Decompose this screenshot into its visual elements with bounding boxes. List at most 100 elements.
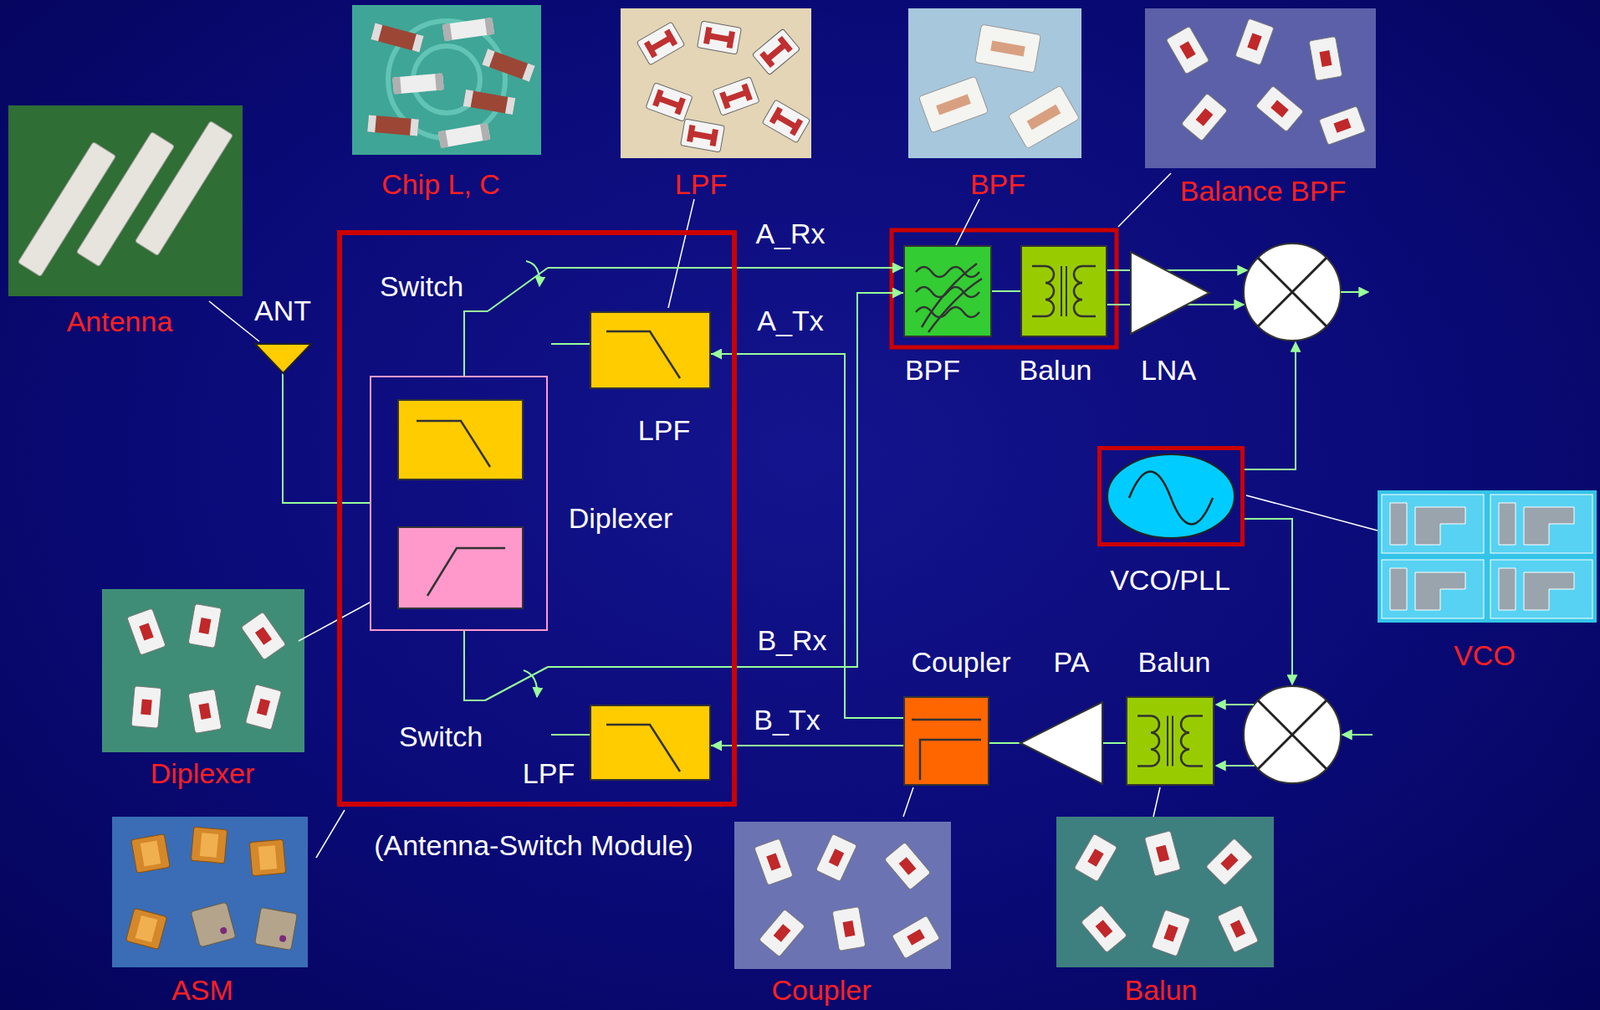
shape-outline [1167, 715, 1173, 767]
lpf-photo [712, 76, 760, 116]
asm-photo [131, 833, 170, 873]
shape-outline [904, 245, 992, 337]
signal-wire [551, 270, 1373, 766]
signal-wire [1216, 764, 1255, 767]
leader-line [954, 199, 980, 249]
part-caption: ASM [171, 975, 234, 1004]
asm-photo [126, 908, 168, 950]
signal-connector [710, 744, 904, 747]
chip-lc-photo [367, 114, 420, 136]
leader-line [1246, 495, 1378, 531]
asm-photo [249, 838, 286, 875]
mixer-symbol [1257, 257, 1327, 327]
shape-outline [590, 705, 711, 780]
part-caption: BPF [970, 169, 1026, 199]
diplexer-photo [188, 603, 222, 649]
leader-line [209, 173, 1378, 858]
mixer-symbol [1243, 243, 1341, 341]
amplifier-symbol: LNA [1130, 251, 1210, 334]
block-label: Diplexer [568, 503, 674, 532]
shape-outline [590, 311, 711, 389]
switch-symbol [487, 260, 548, 312]
part-caption: Balance BPF [1180, 176, 1346, 205]
signal-connector [1107, 303, 1131, 306]
shape-outline [911, 718, 982, 721]
coupler-photo [734, 821, 951, 969]
signal-wire [1342, 733, 1373, 736]
shape-outline [1021, 245, 1107, 337]
oscillator-block: VCO/PLL [1097, 445, 1245, 547]
shape-outline [1020, 701, 1103, 784]
asm-photo [190, 901, 236, 947]
block-label: LNA [1140, 355, 1197, 384]
balance-bpf-photo [1180, 92, 1227, 141]
shape-outline [1099, 448, 1243, 545]
block-label: VCO/PLL [1109, 565, 1231, 594]
vco-photo [1377, 490, 1597, 623]
leader-line [1118, 173, 1171, 227]
part-caption: Coupler [771, 975, 871, 1004]
shape-outline [590, 311, 711, 389]
balun-photo [1056, 816, 1274, 967]
diplexer-photo [102, 588, 305, 752]
chip-lc-photo [352, 5, 542, 155]
signal-name: A_Tx [756, 306, 824, 335]
antenna-photo [8, 105, 243, 297]
shape-outline [904, 245, 992, 337]
block-label: LPF [522, 758, 575, 788]
chip-lc-photo [370, 23, 424, 53]
shape-outline [427, 547, 506, 596]
shape-outline [1130, 251, 1210, 334]
lpf-photo [697, 20, 742, 55]
shape-outline [1020, 701, 1103, 784]
signal-connector [464, 630, 486, 701]
bpf-photo [908, 8, 1082, 159]
balun-photo [1151, 909, 1191, 956]
signal-connector [547, 266, 904, 269]
bpf-photo [1007, 85, 1079, 149]
vco-photo [1390, 502, 1575, 610]
balun-photo [1080, 904, 1127, 952]
part-caption: LPF [674, 169, 727, 199]
switch-symbol: Switch [487, 260, 548, 312]
mixer-symbol [1243, 685, 1341, 783]
block-label: Switch [379, 271, 464, 301]
asm-photo [112, 816, 308, 967]
leader-line [1153, 787, 1161, 817]
shape-outline [526, 260, 540, 287]
filter-block: LPF [589, 311, 711, 389]
balun-block [1020, 245, 1108, 338]
filter-block [589, 704, 711, 781]
lpf-photo [761, 99, 811, 144]
shape-outline [398, 526, 523, 609]
shape-outline [339, 232, 735, 804]
balun-photo [1144, 830, 1181, 877]
switch-symbol [485, 666, 548, 701]
signal-connector [1102, 741, 1126, 744]
filter-block [903, 245, 992, 338]
mixer-symbol [1257, 700, 1327, 769]
signal-wire [1340, 291, 1369, 293]
filter-block [589, 311, 711, 389]
shape-outline [370, 376, 547, 630]
part-caption: Diplexer [150, 758, 256, 788]
diplexer-photo [131, 685, 162, 729]
leader-line [668, 199, 695, 308]
signal-connector [710, 353, 904, 718]
balance-bpf-photo [1235, 18, 1274, 66]
bpf-photo [918, 76, 988, 133]
lpf-photo [645, 82, 693, 122]
coupler-photo [758, 908, 805, 956]
part-caption: Chip L, C [381, 169, 501, 199]
antenna-photo [8, 105, 243, 297]
lpf-photo [636, 21, 685, 66]
balun-photo [1206, 838, 1254, 886]
chip-lc-photo [442, 17, 495, 41]
signal-wire [1216, 703, 1254, 706]
coupler-block [903, 695, 990, 786]
diplexer-photo [102, 588, 305, 752]
diplexer-photo [240, 611, 287, 660]
asm-photo [112, 816, 308, 967]
shape-outline [920, 739, 982, 780]
chip-lc-photo [392, 72, 445, 94]
